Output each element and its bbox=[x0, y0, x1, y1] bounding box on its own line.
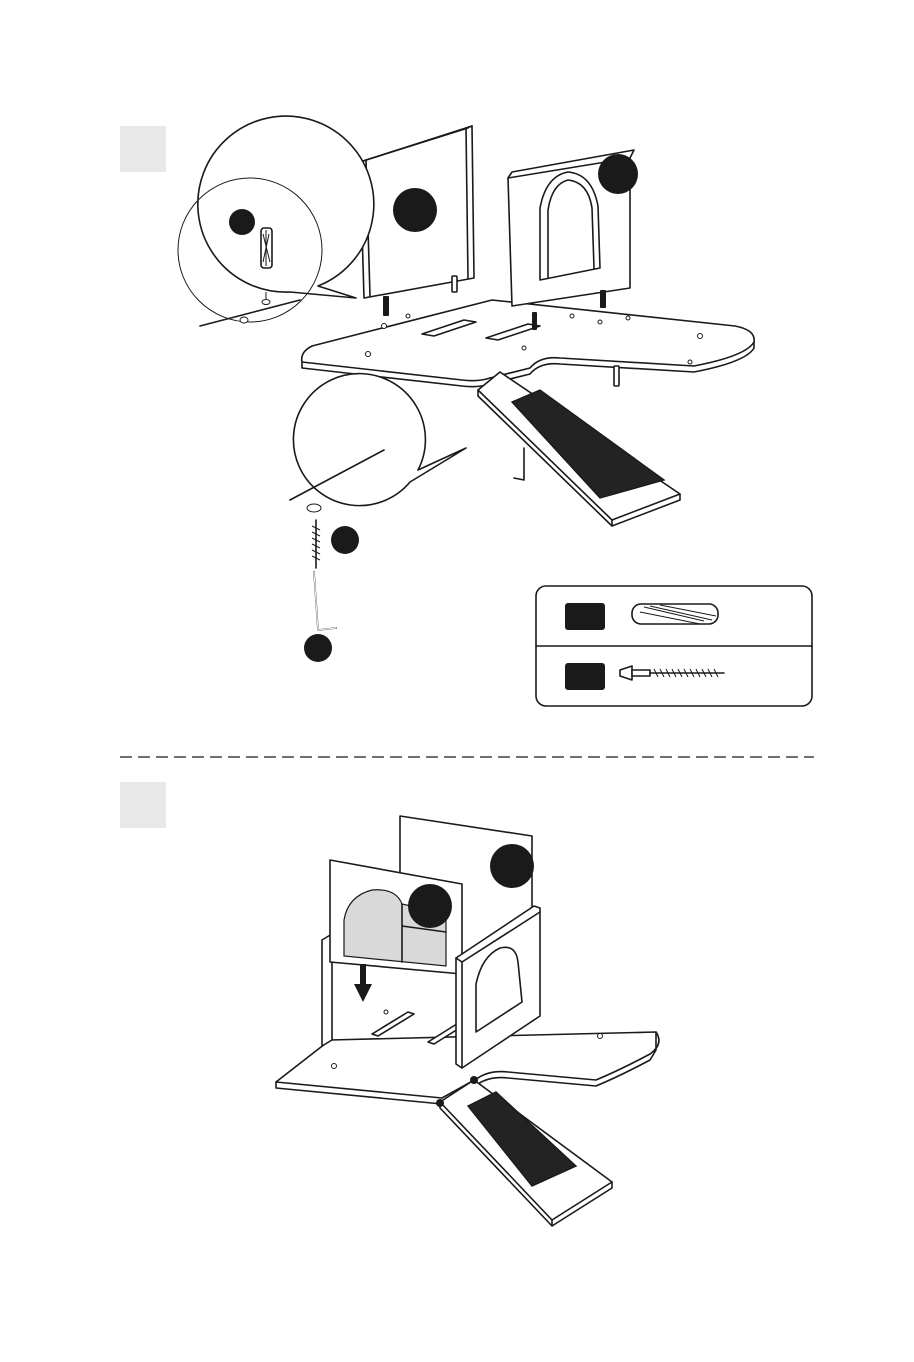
carpet-ramp bbox=[436, 1076, 612, 1226]
part-label-badge bbox=[598, 154, 638, 194]
arch-doorway bbox=[540, 172, 600, 280]
step-2-number-box bbox=[120, 782, 166, 828]
screw-callout bbox=[290, 374, 466, 568]
dowel-callout bbox=[178, 116, 374, 326]
part-label-badge bbox=[393, 188, 437, 232]
part-label-badge bbox=[229, 209, 255, 235]
parts-legend bbox=[536, 586, 812, 706]
carpet-ramp bbox=[478, 372, 680, 526]
down-arrow-icon bbox=[354, 964, 372, 1002]
solid-side-panel bbox=[360, 126, 474, 298]
part-code-box bbox=[565, 663, 605, 690]
step-1-number-box bbox=[120, 126, 166, 172]
part-label-badge bbox=[408, 884, 452, 928]
arched-side-panel bbox=[508, 150, 638, 306]
part-code-box bbox=[565, 603, 605, 630]
panel-slot bbox=[372, 1012, 414, 1036]
hex-key-tool bbox=[304, 572, 336, 662]
part-label-badge bbox=[304, 634, 332, 662]
wooden-dowel-icon bbox=[632, 604, 718, 624]
hex-key-icon bbox=[514, 448, 524, 480]
part-label-badge bbox=[490, 844, 534, 888]
part-label-badge bbox=[331, 526, 359, 554]
